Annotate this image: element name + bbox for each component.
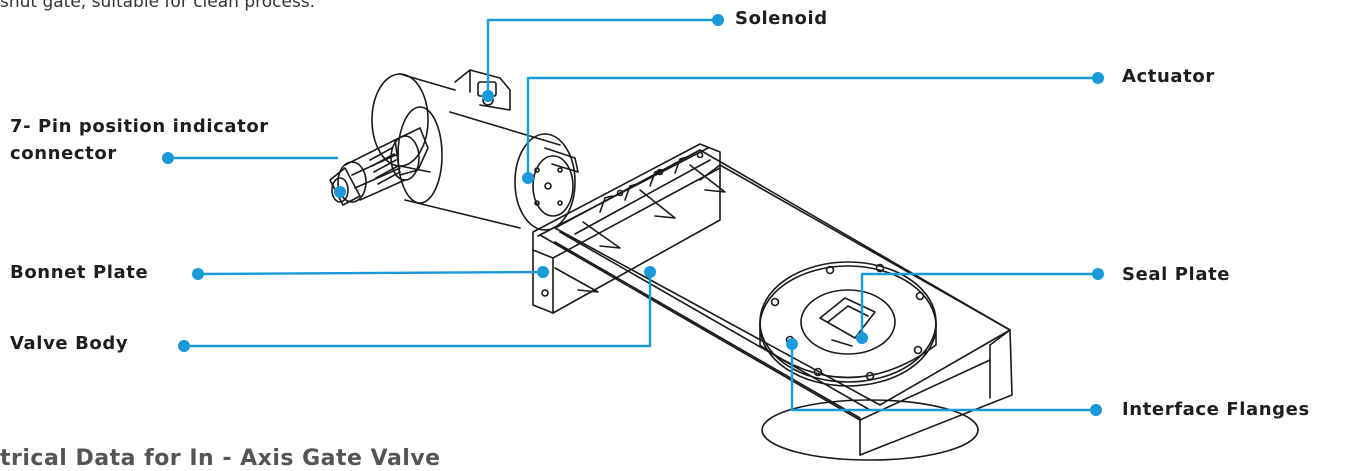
valve-body-top [554, 149, 1011, 419]
leader-actuator [526, 76, 1098, 178]
dot-solenoid-start [482, 90, 494, 102]
dot-indicator-end [334, 186, 346, 198]
dot-flanges-end [1090, 404, 1102, 416]
leader-seal-plate [860, 272, 1098, 338]
leader-bonnet [197, 270, 544, 276]
leader-solenoid [486, 18, 718, 96]
gate-valve-drawing [329, 69, 1013, 461]
label-indicator-line2: connector [10, 143, 117, 164]
bonnet-plate [532, 143, 721, 314]
dot-valve-body-start [178, 340, 190, 352]
dot-actuator-start [522, 172, 534, 184]
dot-bonnet-start [192, 268, 204, 280]
diagram-canvas: shut gate, suitable for clean process. [0, 0, 1310, 471]
dot-seal-plate-end [1092, 268, 1104, 280]
gusset-ribs [554, 156, 726, 293]
actuator-cylinder-drawing [397, 106, 579, 231]
label-indicator-line1: 7- Pin position indicator [10, 116, 269, 137]
dot-indicator-start [162, 152, 174, 164]
label-bonnet-plate: Bonnet Plate [10, 262, 149, 283]
interface-flange-drawing [759, 261, 937, 387]
dot-valve-body-end [644, 266, 656, 278]
dot-flanges-start [786, 338, 798, 350]
leader-valve-body [184, 272, 652, 348]
label-actuator: Actuator [1122, 66, 1215, 87]
intro-text: shut gate, suitable for clean process. [0, 0, 316, 12]
label-interface-flanges: Interface Flanges [1122, 399, 1310, 420]
dot-solenoid-end [712, 14, 724, 26]
leader-flanges [790, 344, 1096, 412]
leader-lines [162, 14, 1104, 416]
label-valve-body: Valve Body [10, 333, 129, 354]
label-seal-plate: Seal Plate [1122, 264, 1231, 285]
section-heading: trical Data for In - Axis Gate Valve [0, 446, 441, 471]
dot-seal-plate-start [856, 332, 868, 344]
label-solenoid: Solenoid [735, 8, 828, 29]
dot-bonnet-end [537, 266, 549, 278]
dot-actuator-end [1092, 72, 1104, 84]
